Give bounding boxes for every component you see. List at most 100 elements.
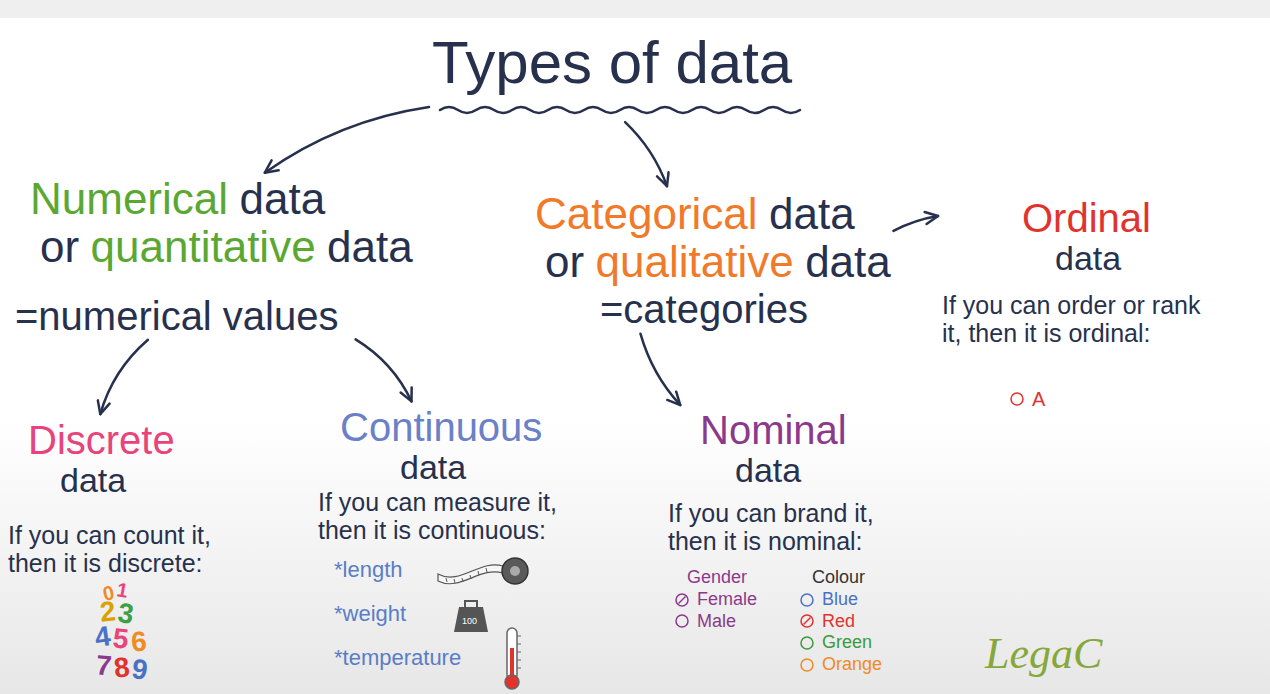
tape-case	[502, 558, 528, 584]
text-row: data	[668, 452, 918, 489]
column-spacer	[675, 664, 800, 665]
text-row: orquantitativedata	[15, 223, 413, 271]
option-circle	[675, 614, 689, 628]
weight-handle	[465, 601, 477, 608]
arrow-head	[265, 160, 279, 172]
text-row: data	[318, 449, 598, 486]
text-item: Nominal	[700, 408, 847, 452]
node-text: data	[400, 449, 466, 486]
text-row: Discrete	[8, 418, 248, 462]
node-text: or	[40, 223, 79, 271]
text-row: If you can order or rank it, then it is …	[942, 291, 1217, 347]
option-ring	[676, 615, 688, 627]
text-item: =categories	[600, 287, 808, 331]
option-label: Male	[697, 611, 736, 633]
node-text: *temperature	[334, 636, 461, 680]
text-item: Types of data	[432, 30, 792, 96]
text-row: Male Red	[668, 611, 918, 633]
text-item: Orange	[800, 654, 882, 676]
description-text: If you can measure it, then it is contin…	[318, 488, 598, 544]
node-text: data	[805, 238, 891, 286]
thermometer-icon	[505, 628, 521, 689]
text-row: Green	[668, 632, 918, 654]
text-item: data	[735, 452, 801, 489]
node-text: data	[769, 190, 855, 238]
text-item: =numerical values	[15, 294, 339, 338]
node-text: =categories	[600, 287, 808, 331]
checked-option-circle	[675, 593, 689, 607]
text-row: *temperature	[318, 636, 598, 680]
node-text: Ordinal	[1022, 196, 1151, 240]
option-ring	[801, 615, 813, 627]
text-row: data	[942, 240, 1217, 277]
text-item: data	[805, 238, 891, 286]
type-node: DiscretedataIf you can count it, then it…	[8, 418, 248, 577]
text-row: *length	[318, 548, 598, 592]
option-label: Blue	[822, 589, 858, 611]
text-item: If you can brand it, then it is nominal:	[668, 499, 918, 555]
node-text: Categorical	[535, 190, 758, 238]
text-item: Gender	[687, 567, 812, 589]
thermometer-bulb	[505, 675, 519, 689]
arrow-connector	[625, 122, 668, 186]
text-item: Colour	[812, 567, 865, 589]
option-circle	[800, 636, 814, 650]
option-ring	[676, 594, 688, 606]
node-text: data	[735, 452, 801, 489]
description-text: If you can order or rank it, then it is …	[942, 291, 1217, 347]
text-row: orqualitativedata	[532, 238, 891, 286]
node-text: =numerical values	[15, 294, 339, 338]
type-node: Nominaldata If you can brand it, then it …	[668, 408, 918, 675]
option-circle	[800, 658, 814, 672]
watermark-logo: LegaC	[985, 632, 1102, 676]
arrow-head	[401, 387, 412, 401]
weight-body	[454, 607, 488, 632]
option-ring	[801, 637, 813, 649]
option-label: A	[1032, 387, 1045, 411]
node-text: data	[327, 223, 413, 271]
arrow-line	[625, 122, 667, 186]
text-item: *length	[334, 548, 403, 592]
tape-ticks	[446, 568, 487, 583]
option-circle	[800, 593, 814, 607]
weight-value: 100	[462, 617, 477, 626]
arrow-connector	[98, 340, 148, 414]
digit-illustration: 8	[113, 653, 131, 682]
digit-illustration: 9	[130, 655, 149, 685]
diagram-title: Types of data	[432, 30, 792, 96]
text-row: Orange	[668, 654, 918, 676]
text-item: Red	[800, 611, 855, 633]
text-item: If you can count it, then it is discrete…	[8, 521, 248, 577]
title-node: Types of data	[432, 30, 792, 120]
node-text: *weight	[334, 592, 406, 636]
tape-strip	[438, 565, 503, 584]
text-item: or	[40, 223, 79, 271]
option-check	[804, 618, 811, 625]
text-item: or	[545, 238, 584, 286]
type-node: Ordinaldata If you can order or rank it, …	[942, 196, 1217, 411]
arrow-connector	[265, 107, 429, 173]
text-row: If you can brand it, then it is nominal:	[668, 499, 918, 555]
node-text: Colour	[812, 567, 865, 589]
text-item: Discrete	[28, 418, 175, 462]
option-ring	[801, 594, 813, 606]
option-ring	[1011, 393, 1023, 405]
text-row: A	[942, 387, 1217, 411]
description-text: If you can brand it, then it is nominal:	[668, 499, 918, 555]
node-text: data	[1055, 240, 1121, 277]
text-item: *temperature	[334, 636, 461, 680]
text-item: data	[327, 223, 413, 271]
text-item: Ordinal	[1022, 196, 1151, 240]
text-row: Ordinal	[942, 196, 1217, 240]
text-item: If you can order or rank it, then it is …	[942, 291, 1217, 347]
weight-icon	[454, 601, 488, 632]
checked-option-circle	[800, 614, 814, 628]
text-item: Blue	[800, 589, 858, 611]
text-item: data	[400, 449, 466, 486]
text-item: Female	[675, 589, 800, 611]
text-item: quantitative	[91, 223, 316, 271]
option-label: Female	[697, 589, 757, 611]
node-text: Nominal	[700, 408, 847, 452]
category-node: Categoricaldataorqualitativedata=categor…	[532, 190, 891, 331]
text-row: Numericaldata	[15, 175, 413, 223]
